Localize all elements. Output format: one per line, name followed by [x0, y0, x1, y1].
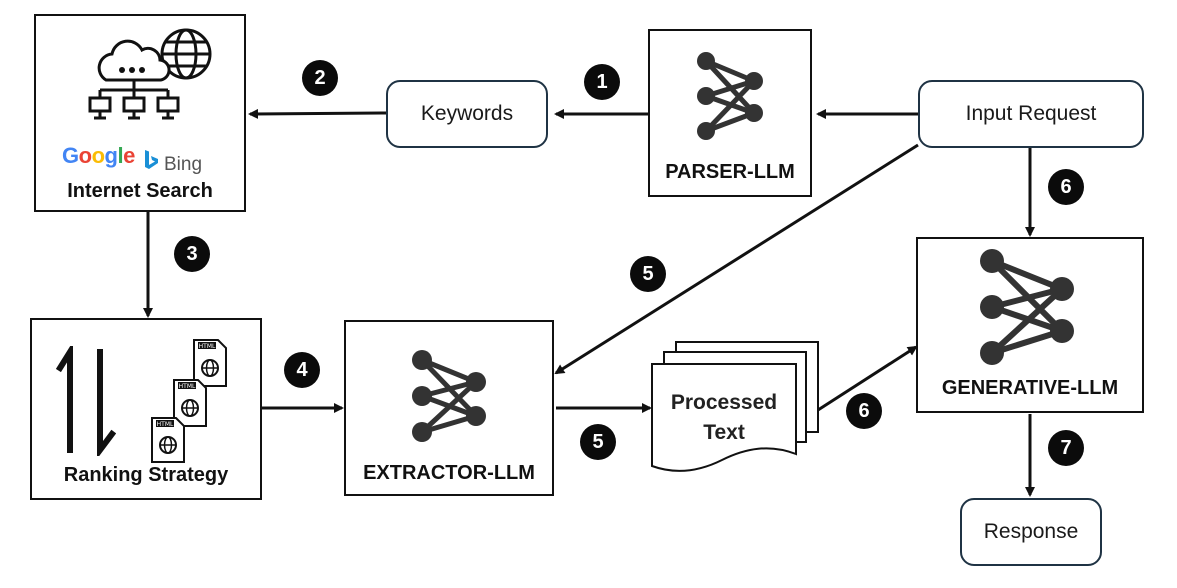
processed-text-node: Processed Text [650, 340, 822, 476]
step-badge-5-lower: 5 [580, 424, 616, 460]
step-badge-6-upper: 6 [1048, 169, 1084, 205]
bing-label: Bing [164, 154, 203, 175]
neural-network-icon [697, 52, 763, 140]
internet-search-node: Google Bing Internet Search [34, 14, 246, 212]
step-badge-2: 2 [302, 60, 338, 96]
step-badge-3: 3 [174, 236, 210, 272]
step-badge-5-upper: 5 [630, 256, 666, 292]
step-badge-4: 4 [284, 352, 320, 388]
ranking-strategy-node: HTML HTML HTML Ranking Strategy [30, 318, 262, 500]
input-request-node: Input Request [918, 80, 1144, 148]
parser-llm-label: PARSER-LLM [665, 161, 795, 183]
svg-text:HTML: HTML [157, 421, 174, 428]
svg-text:HTML: HTML [179, 383, 196, 390]
processed-text-line1: Processed [670, 391, 778, 414]
html-doc-1: HTML [193, 339, 227, 387]
ranking-strategy-label: Ranking Strategy [63, 464, 229, 486]
parser-llm-node: PARSER-LLM [648, 29, 812, 197]
extractor-llm-node: EXTRACTOR-LLM [344, 320, 554, 496]
google-logo: Google [62, 143, 135, 168]
keywords-node: Keywords [386, 80, 548, 148]
neural-network-icon [980, 249, 1074, 365]
processed-text-line2: Text [703, 421, 745, 444]
stacked-documents-icon [651, 341, 819, 472]
extractor-llm-label: EXTRACTOR-LLM [363, 462, 535, 484]
step-badge-7: 7 [1048, 430, 1084, 466]
step-badge-1: 1 [584, 64, 620, 100]
bing-icon [145, 150, 158, 169]
generative-llm-label: GENERATIVE-LLM [941, 377, 1119, 399]
network-cloud-globe-icon [88, 28, 212, 120]
arrow-keywords-to-search [248, 108, 387, 119]
html-document-icon: HTML HTML HTML [151, 339, 227, 463]
response-node: Response [960, 498, 1102, 566]
html-doc-2: HTML [173, 379, 207, 427]
svg-text:HTML: HTML [199, 343, 216, 350]
generative-llm-node: GENERATIVE-LLM [916, 237, 1144, 413]
internet-search-label: Internet Search [67, 180, 213, 202]
step-badge-6-lower: 6 [846, 393, 882, 429]
sort-arrows-icon [56, 346, 116, 456]
neural-network-icon [412, 350, 486, 442]
html-doc-3: HTML [151, 417, 185, 463]
